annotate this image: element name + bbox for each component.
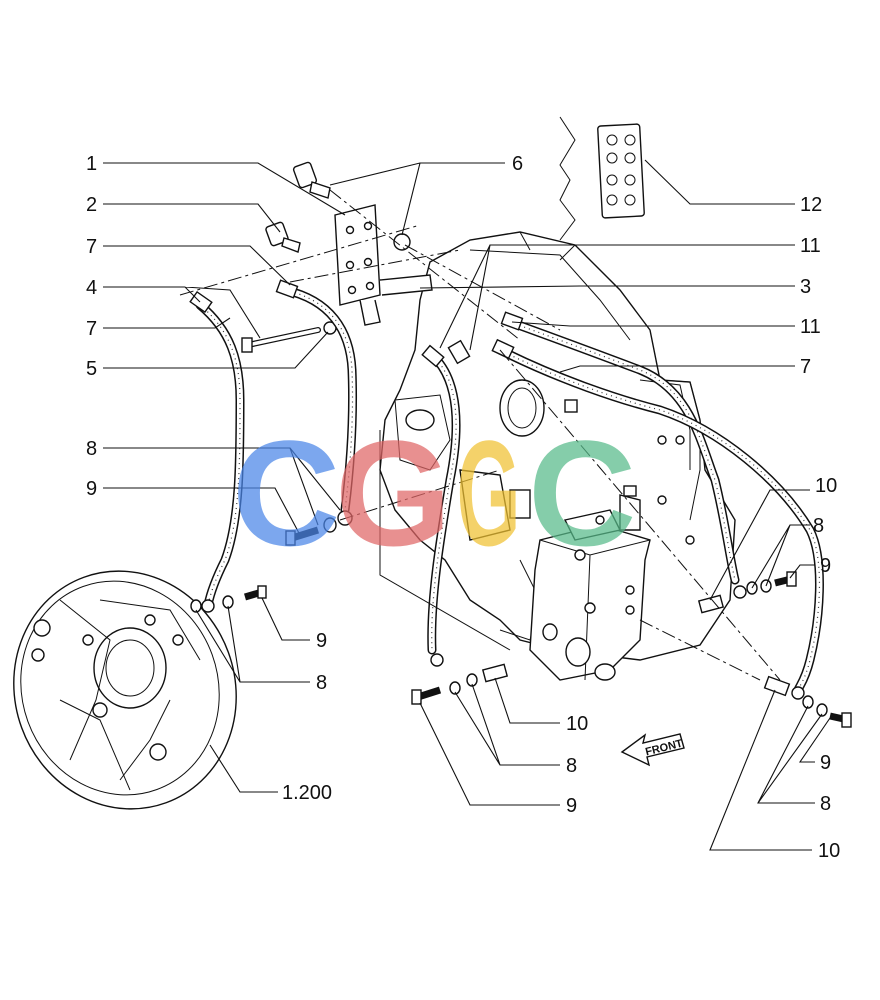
callout-7: 7 [86,318,97,340]
callout-7: 7 [86,236,97,258]
callout-10: 10 [566,713,588,735]
callout-12: 12 [800,194,822,216]
callout-4: 4 [86,277,97,299]
callout-8: 8 [86,438,97,460]
callout-9: 9 [316,630,327,652]
callout-8: 8 [813,515,824,537]
callout-1: 1 [86,153,97,175]
hose-right-upper [505,317,740,585]
callout-11: 11 [800,235,821,257]
decal-12 [597,123,645,219]
callout-10: 10 [818,840,840,862]
bell-housing-cover [13,570,237,810]
pressure-sender-lower [265,221,301,253]
callout-9: 9 [820,752,831,774]
hose-middle [280,285,358,515]
callout-8: 8 [566,755,577,777]
control-valve-assembly [529,485,651,681]
callout-8: 8 [316,672,327,694]
break-line [559,116,576,241]
callout-10: 10 [815,475,837,497]
watermark-letter: G [457,409,521,578]
callout-9: 9 [566,795,577,817]
callout-labels: 1 2 7 4 7 5 8 9 6 12 11 3 11 7 10 8 9 9 … [86,153,840,862]
sender-bracket [334,204,433,326]
adapters-10 [481,594,791,697]
watermark-letter: G [335,409,452,577]
hose-left [195,300,245,610]
callout-1-200: 1.200 [282,782,332,804]
callout-9: 9 [820,555,831,577]
front-arrow: FRONT [620,733,685,767]
watermark-logo: C G G C [232,409,636,578]
washers-8 [190,517,828,717]
pressure-sender-upper [292,161,331,199]
hose-right-lower [495,345,824,695]
bolt-4 [241,327,321,353]
callout-11: 11 [800,316,821,338]
callout-6: 6 [512,153,523,175]
watermark-letter: C [528,409,636,577]
bolts-9 [244,526,852,728]
watermark-letter: C [232,409,340,577]
callout-9: 9 [86,478,97,500]
callout-2: 2 [86,194,97,216]
callout-8: 8 [820,793,831,815]
hose-center [427,350,461,655]
leader-lines [103,159,831,851]
callout-5: 5 [86,358,97,380]
callout-3: 3 [800,276,811,298]
callout-7: 7 [800,356,811,378]
